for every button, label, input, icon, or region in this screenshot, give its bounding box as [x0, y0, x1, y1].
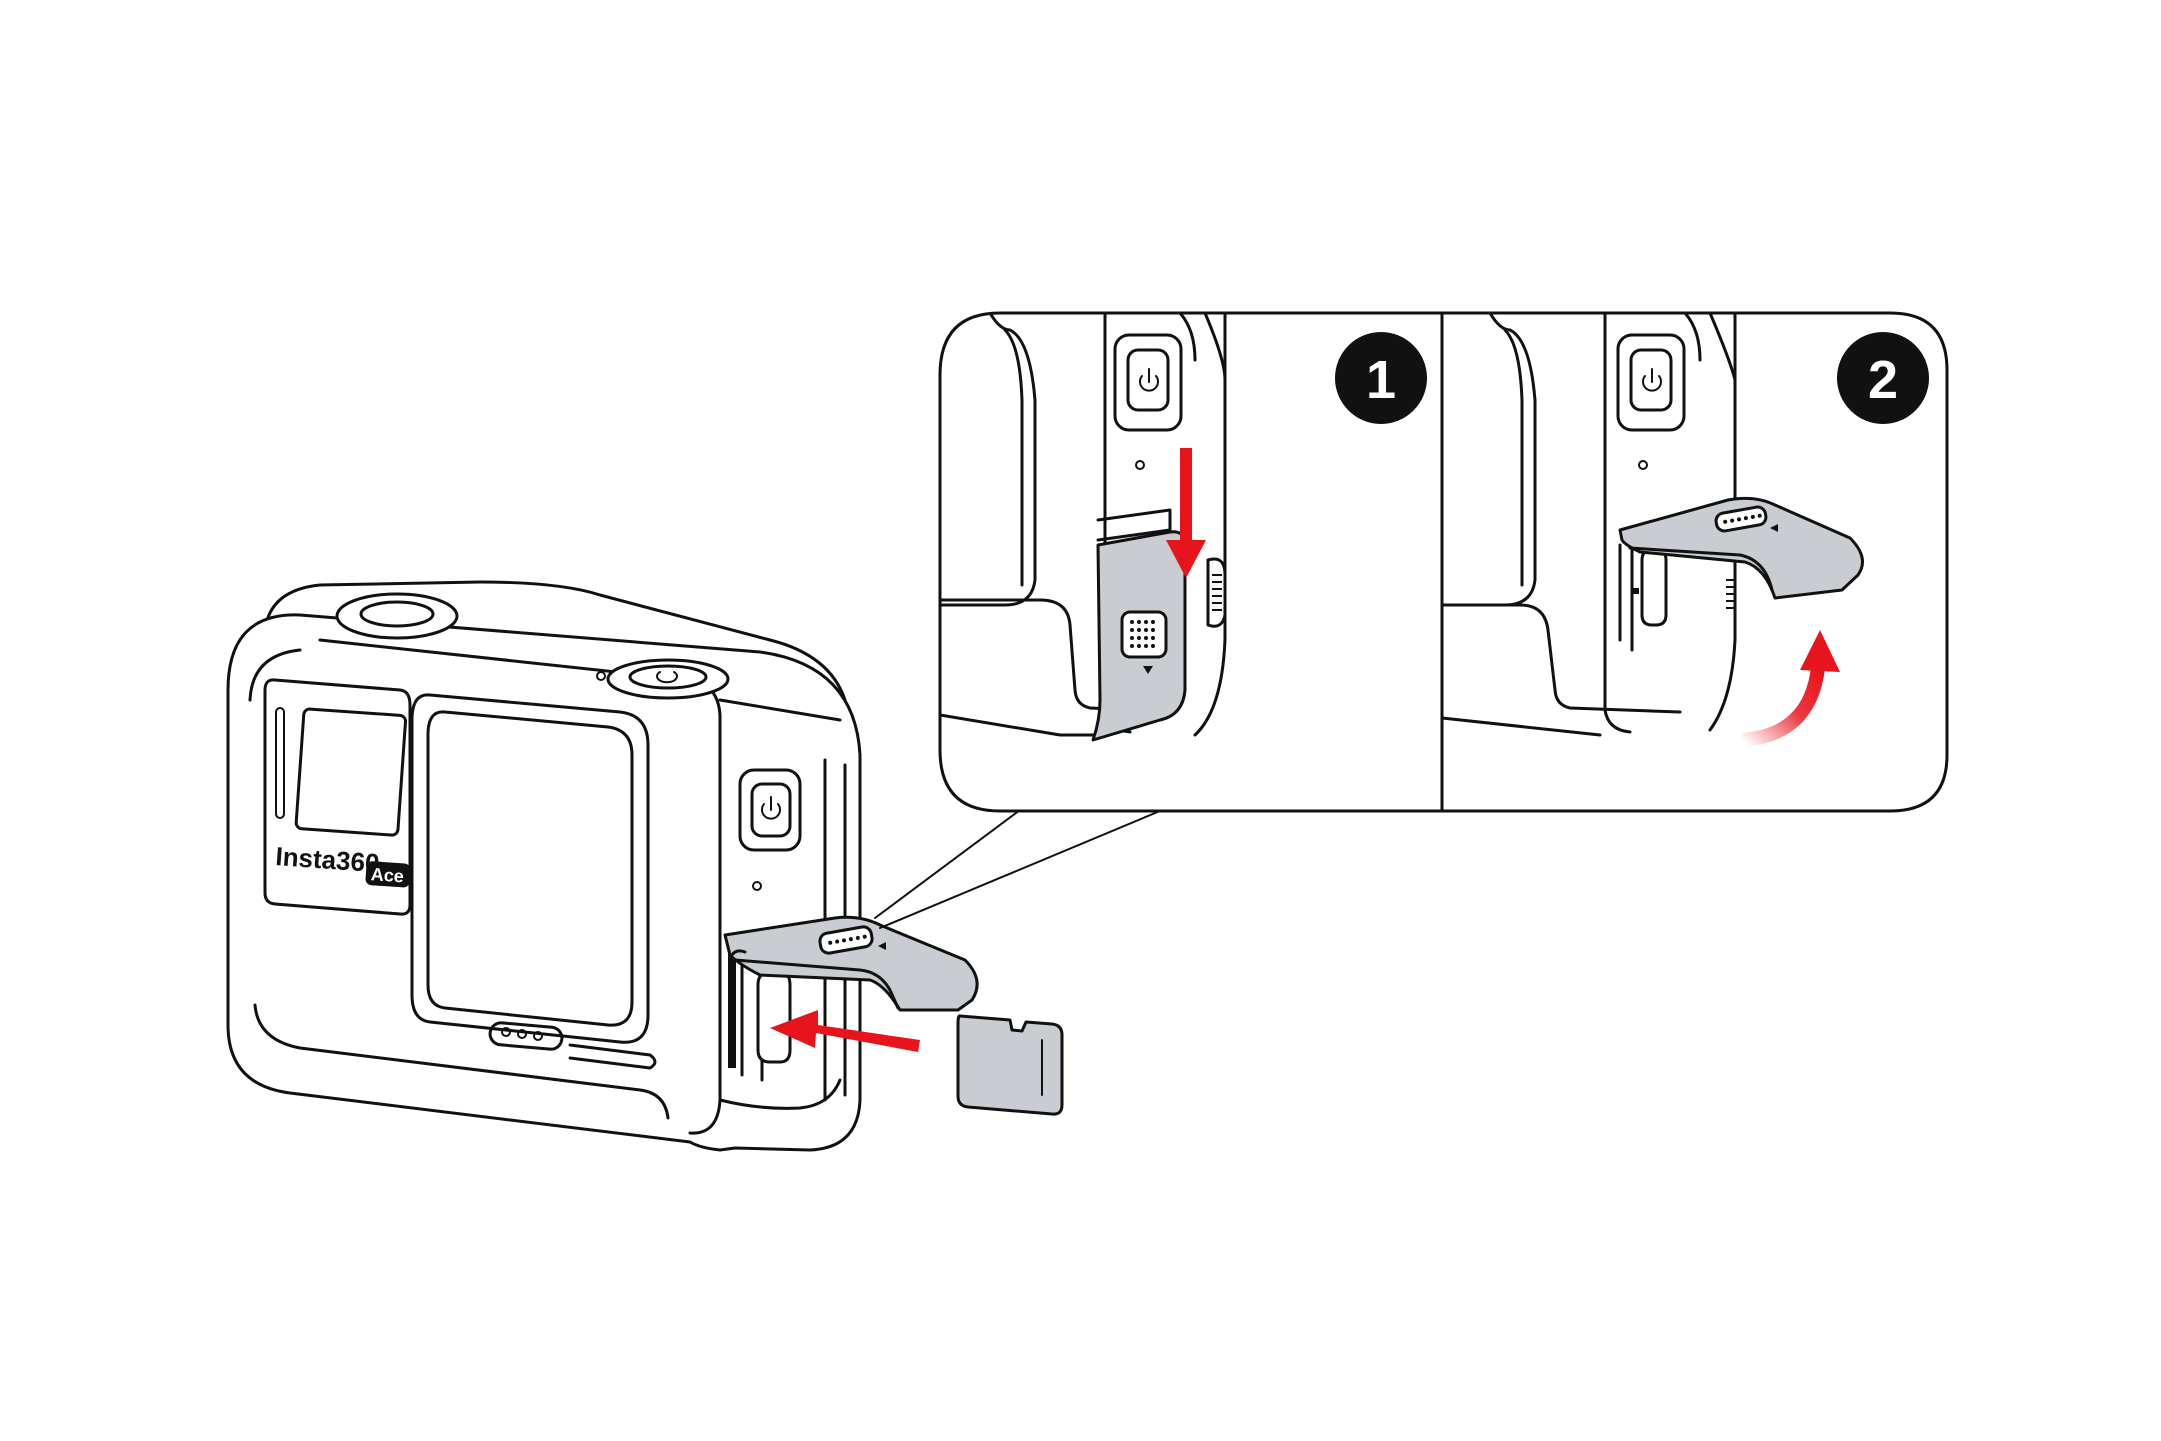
- brand-label: Insta360: [275, 841, 381, 878]
- arrow-left-icon: [770, 1010, 920, 1052]
- svg-text:2: 2: [1868, 350, 1898, 410]
- svg-text:Ace: Ace: [370, 864, 404, 886]
- arrow-down-icon: [1166, 448, 1206, 578]
- power-icon: [1139, 368, 1159, 392]
- step-1-panel: [940, 313, 1227, 742]
- arrow-curved-up-icon: [1741, 630, 1840, 747]
- power-icon: [1642, 368, 1662, 392]
- callout-panel: 1 2: [938, 311, 1949, 813]
- power-icon: [761, 796, 781, 820]
- svg-text:1: 1: [1366, 350, 1396, 410]
- top-shutter-button: [335, 592, 459, 640]
- status-leds: [488, 1021, 657, 1070]
- front-screen-module: [263, 678, 412, 916]
- top-mode-dial: [596, 658, 730, 700]
- microsd-card: [956, 1014, 1064, 1116]
- step-2-panel: [1442, 313, 1864, 747]
- battery-door-open: [723, 915, 979, 1082]
- model-badge: Ace: [365, 861, 411, 888]
- step-2-badge: 2: [1837, 332, 1929, 424]
- step-1-badge: 1: [1335, 332, 1427, 424]
- callout-lines: [874, 809, 1161, 929]
- side-power-button: [738, 768, 802, 891]
- camera-lens: [410, 693, 650, 1044]
